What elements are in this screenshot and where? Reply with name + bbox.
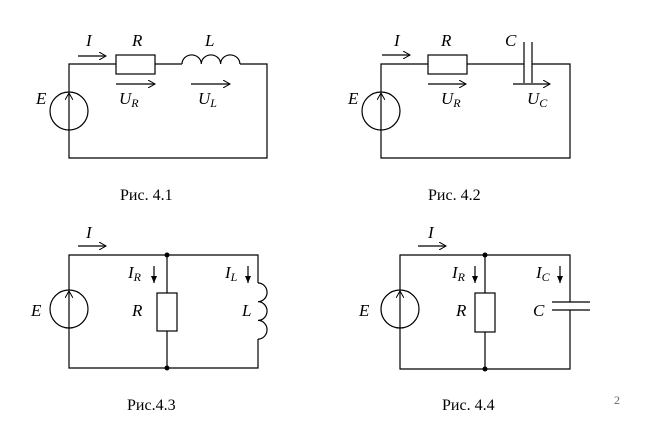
wire [380,63,524,92]
node-dot [164,252,170,258]
node-dot [482,366,488,372]
voltage-label: UC [527,89,548,110]
node-dot [482,252,488,258]
branch-current-label: IR [451,263,466,284]
wire [380,63,571,159]
capacitor-label: C [505,31,517,50]
figure-4-4: E I IR IC R C Рис. 4.4 [358,223,590,414]
voltage-label: UR [119,89,139,110]
voltage-label: UL [198,89,217,110]
current-label: I [85,31,93,50]
inductor-label: L [241,301,251,320]
resistor-icon [474,292,496,333]
capacitor-icon [552,301,590,311]
capacitor-label: C [533,301,545,320]
resistor-icon [427,54,468,75]
resistor-icon [115,54,156,75]
source-label: E [347,89,359,108]
figure-4-1: E I R L UR UL Рис. 4.1 [35,31,268,204]
resistor-label: R [131,301,143,320]
figure-caption: Рис. 4.2 [428,187,481,204]
wire [68,254,259,290]
source-label: E [30,301,42,320]
current-label: I [427,223,435,242]
resistor-label: R [455,301,467,320]
inductor-icon [257,282,268,340]
current-label: I [393,31,401,50]
node-dot [164,365,170,371]
figure-caption: Рис.4.3 [127,397,176,414]
branch-current-label: IR [127,263,142,284]
resistor-icon [156,292,178,332]
current-label: I [85,223,93,242]
resistor-label: R [131,31,143,50]
source-label: E [358,301,370,320]
inductor-icon [181,54,241,65]
branch-current-label: IL [224,263,238,284]
wire [68,328,259,369]
figure-4-3: E I IR IL R L Рис.4.3 [30,223,268,414]
capacitor-icon [523,42,533,83]
figure-4-2: E I R C UR UC Рис. 4.2 [347,31,571,204]
resistor-label: R [440,31,452,50]
wire [68,63,182,92]
figure-caption: Рис. 4.4 [442,397,495,414]
figure-caption: Рис. 4.1 [120,187,173,204]
page-number: 2 [614,393,620,407]
source-label: E [35,89,47,108]
branch-current-label: IC [535,263,551,284]
voltage-label: UR [441,89,461,110]
wire [68,63,268,159]
inductor-label: L [204,31,214,50]
